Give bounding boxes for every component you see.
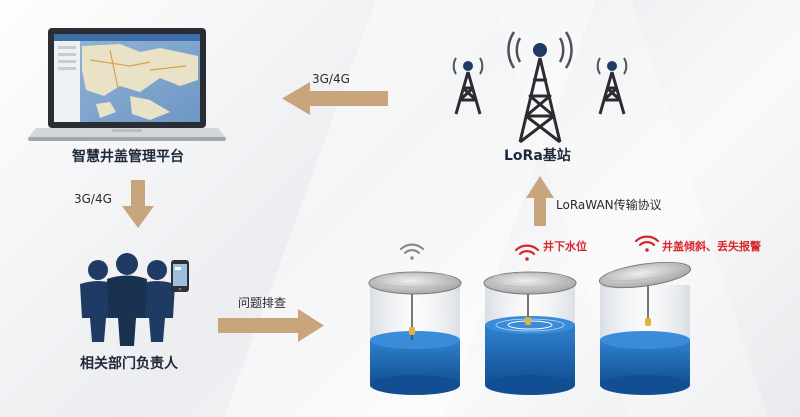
- phone-icon: [171, 260, 189, 292]
- arrow-platform-to-staff: [122, 180, 154, 228]
- arrow-wells-to-station: [526, 176, 554, 226]
- platform-label: 智慧井盖管理平台: [72, 149, 184, 165]
- wifi-signal-icon: [399, 235, 660, 261]
- arrow-staff-to-wells: [218, 309, 324, 342]
- base-station-label: LoRa基站: [504, 148, 571, 164]
- inspection-label: 问题排查: [238, 296, 287, 310]
- network-label-left: 3G/4G: [74, 192, 112, 206]
- responsible-label: 相关部门负责人: [80, 356, 178, 372]
- people-icon: [80, 253, 175, 346]
- laptop-map-icon: [28, 28, 226, 141]
- protocol-label: LoRaWAN传输协议: [556, 198, 662, 212]
- manhole-well-icon: [368, 261, 692, 395]
- water-level-label: 井下水位: [543, 240, 587, 253]
- antenna-tower-icon: [452, 31, 628, 144]
- network-label-top: 3G/4G: [312, 72, 350, 86]
- arrow-station-to-platform: [282, 82, 388, 115]
- tilt-alarm-label: 井盖倾斜、丢失报警: [662, 240, 761, 253]
